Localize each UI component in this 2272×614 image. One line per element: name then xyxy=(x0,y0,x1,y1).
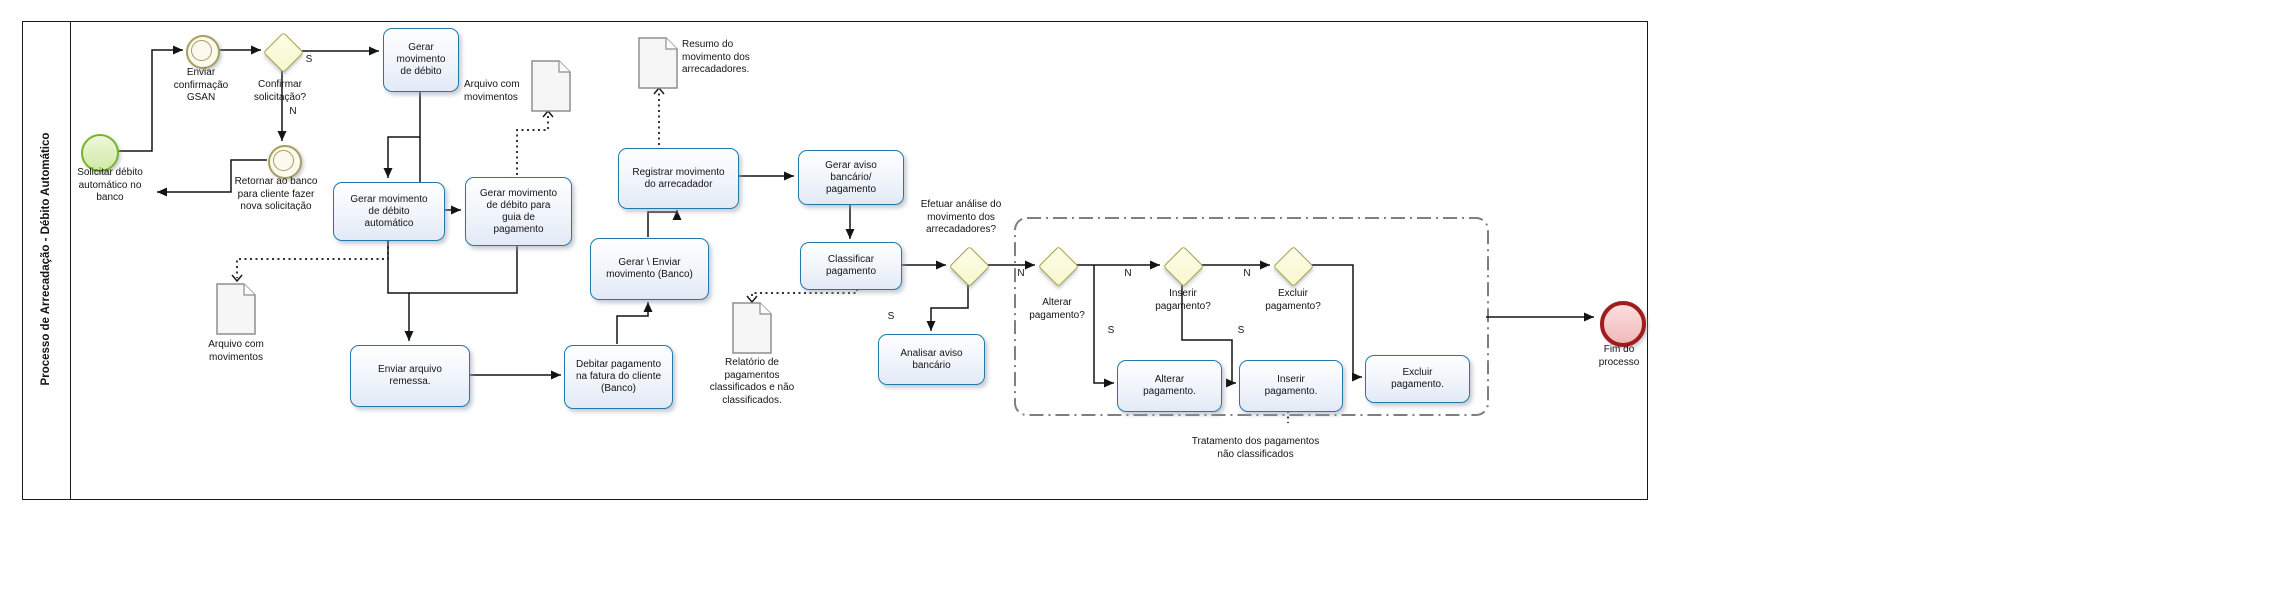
task-label: Alterar pagamento. xyxy=(1143,374,1196,397)
group-label: Tratamento dos pagamentos não classifica… xyxy=(1191,436,1320,460)
document-label: Resumo do movimento dos arrecadadores. xyxy=(682,39,750,75)
task-label: Gerar movimento de débito para guia de p… xyxy=(479,187,558,235)
task-classificar-pagamento[interactable]: Classificar pagamento xyxy=(800,242,902,290)
edge-label-no: N xyxy=(1017,268,1025,279)
pool-border xyxy=(22,21,1648,500)
task-gerar-movimento-guia[interactable]: Gerar movimento de débito para guia de p… xyxy=(465,177,572,246)
task-label: Enviar arquivo remessa. xyxy=(378,364,442,387)
end-event[interactable] xyxy=(1600,301,1646,347)
association-flows xyxy=(236,92,1289,423)
intermediate-event-retornar-banco[interactable] xyxy=(268,145,302,179)
intermediate-event-label: Enviar confirmação GSAN xyxy=(173,67,229,103)
edge-label-yes: S xyxy=(305,54,313,65)
task-excluir-pagamento[interactable]: Excluir pagamento. xyxy=(1365,355,1470,403)
gateway-label: Alterar pagamento? xyxy=(1029,297,1085,321)
task-inserir-pagamento[interactable]: Inserir pagamento. xyxy=(1239,360,1343,412)
start-event[interactable] xyxy=(81,134,119,172)
task-label: Classificar pagamento xyxy=(825,254,877,277)
task-label: Analisar aviso bancário xyxy=(900,347,963,371)
edge-label-no: N xyxy=(1124,268,1132,279)
document-arquivo-movimentos-icon[interactable] xyxy=(216,283,256,340)
task-label: Gerar movimento de débito automático xyxy=(350,193,428,229)
sequence-flows xyxy=(116,45,1594,388)
task-label: Gerar movimento de débito xyxy=(396,42,446,77)
connector-layer xyxy=(116,45,1594,423)
task-gerar-movimento-debito[interactable]: Gerar movimento de débito xyxy=(383,28,459,92)
task-gerar-aviso[interactable]: Gerar aviso bancário/ pagamento xyxy=(798,150,904,205)
task-gerar-movimento-automatico[interactable]: Gerar movimento de débito automático xyxy=(333,182,445,241)
task-label: Gerar aviso bancário/ pagamento xyxy=(825,159,877,195)
task-enviar-remessa[interactable]: Enviar arquivo remessa. xyxy=(350,345,470,407)
task-label: Debitar pagamento na fatura do cliente (… xyxy=(575,359,662,394)
document-resumo-arrecadadores-icon[interactable] xyxy=(638,37,678,94)
start-event-label: Solicitar débito automático no banco xyxy=(77,167,143,203)
event-inner-ring xyxy=(190,39,212,61)
task-registrar-movimento[interactable]: Registrar movimento do arrecadador xyxy=(618,148,739,209)
document-arquivo-movimentos-icon[interactable] xyxy=(531,60,571,117)
gateway-label: Efetuar análise do movimento dos arrecad… xyxy=(920,199,1002,235)
edge-label-no: N xyxy=(1243,268,1251,279)
gateway-label: Excluir pagamento? xyxy=(1265,288,1321,312)
intermediate-event-label: Retornar ao banco para cliente fazer nov… xyxy=(234,176,318,212)
document-relatorio-pagamentos-icon[interactable] xyxy=(732,302,772,359)
event-inner-ring xyxy=(272,149,294,171)
task-gerar-enviar-banco[interactable]: Gerar \ Enviar movimento (Banco) xyxy=(590,238,709,300)
task-label: Registrar movimento do arrecadador xyxy=(632,166,725,190)
document-label: Arquivo com movimentos xyxy=(208,339,264,363)
edge-label-yes: S xyxy=(1107,325,1115,336)
task-analisar-aviso[interactable]: Analisar aviso bancário xyxy=(878,334,985,385)
task-label: Gerar \ Enviar movimento (Banco) xyxy=(606,257,693,280)
gateway-label: Confirmar solicitação? xyxy=(253,79,307,103)
edge-label-yes: S xyxy=(887,311,895,322)
edge-label-no: N xyxy=(289,106,297,117)
end-event-label: Fim do processo xyxy=(1598,344,1640,368)
intermediate-event-enviar-confirmacao[interactable] xyxy=(186,35,220,69)
task-label: Excluir pagamento. xyxy=(1391,367,1444,390)
gateway-label: Inserir pagamento? xyxy=(1155,288,1211,312)
pool-lane-divider xyxy=(70,21,71,499)
task-alterar-pagamento[interactable]: Alterar pagamento. xyxy=(1117,360,1222,412)
task-label: Inserir pagamento. xyxy=(1264,374,1318,397)
edge-label-yes: S xyxy=(1237,325,1245,336)
task-debitar-pagamento[interactable]: Debitar pagamento na fatura do cliente (… xyxy=(564,345,673,409)
document-label: Relatório de pagamentos classificados e … xyxy=(709,357,795,406)
document-label: Arquivo com movimentos xyxy=(464,79,520,103)
